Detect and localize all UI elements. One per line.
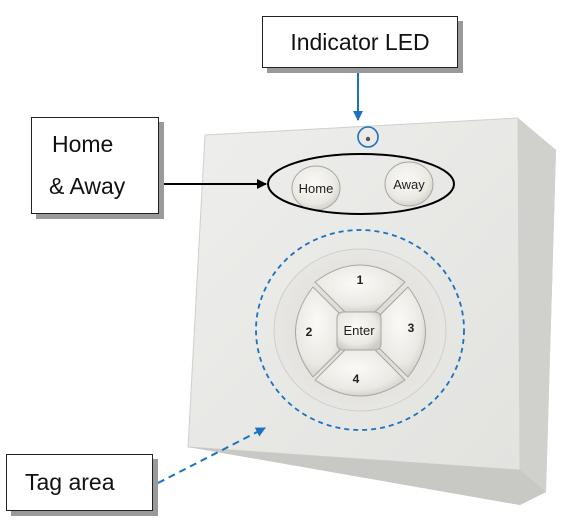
indicator-led-callout: Indicator LED: [262, 16, 458, 68]
key-4-button[interactable]: 4: [314, 349, 406, 397]
home-button[interactable]: Home: [291, 165, 341, 211]
enter-button[interactable]: Enter: [336, 311, 382, 351]
home-away-callout-line2: & Away: [49, 173, 126, 199]
home-away-highlight-ellipse: [267, 153, 455, 215]
directional-pad: 1 2 3 4 Enter: [273, 248, 447, 412]
indicator-led-callout-text: Indicator LED: [290, 28, 430, 55]
home-away-callout-line1: Home: [52, 131, 114, 157]
key-1-button[interactable]: 1: [314, 264, 406, 313]
tag-area-callout: Tag area: [6, 454, 153, 511]
key-2-label: 2: [306, 325, 313, 339]
tag-area-dashed-circle: [255, 229, 465, 431]
key-1-label: 1: [357, 273, 364, 287]
away-button-label: Away: [393, 177, 425, 192]
key-2-button[interactable]: 2: [295, 286, 344, 378]
indicator-led: [365, 136, 371, 142]
key-3-label: 3: [408, 321, 415, 335]
enter-button-label: Enter: [343, 323, 375, 338]
key-3-button[interactable]: 3: [377, 286, 426, 378]
away-button[interactable]: Away: [384, 161, 434, 207]
tag-area-callout-text: Tag area: [25, 469, 115, 495]
home-away-callout: Home & Away: [31, 117, 159, 214]
indicator-led-highlight-circle: [357, 126, 379, 148]
tag-area-arrow: [157, 427, 266, 484]
key-4-label: 4: [353, 372, 360, 386]
home-button-label: Home: [299, 181, 334, 196]
